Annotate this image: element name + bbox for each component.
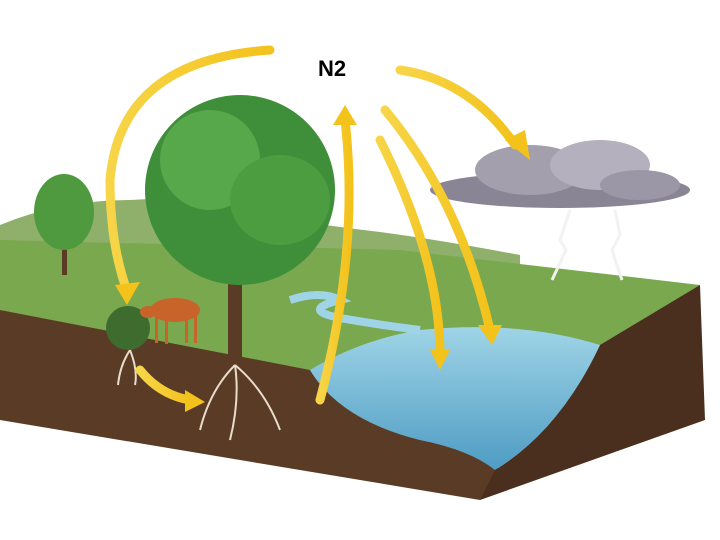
lightning-icon	[550, 209, 624, 281]
arrow-to-water	[380, 105, 495, 335]
deer-icon	[140, 298, 200, 344]
n2-label: N2	[318, 56, 347, 81]
tree-icon	[145, 95, 335, 370]
pond-icon	[310, 327, 600, 470]
soil-side	[480, 285, 705, 500]
stream	[288, 291, 421, 334]
cloud-icon	[430, 140, 690, 208]
arrow-up-to-n2	[315, 115, 354, 405]
arrow-heads	[115, 105, 530, 412]
bush	[106, 306, 150, 350]
arrow-to-stream	[375, 135, 445, 360]
cycle-arrows	[105, 45, 520, 405]
arrow-n2-to-plants	[105, 45, 275, 290]
roots-icon	[117, 349, 281, 441]
tree-icon	[34, 174, 94, 275]
arrow-to-cloud	[395, 65, 520, 150]
